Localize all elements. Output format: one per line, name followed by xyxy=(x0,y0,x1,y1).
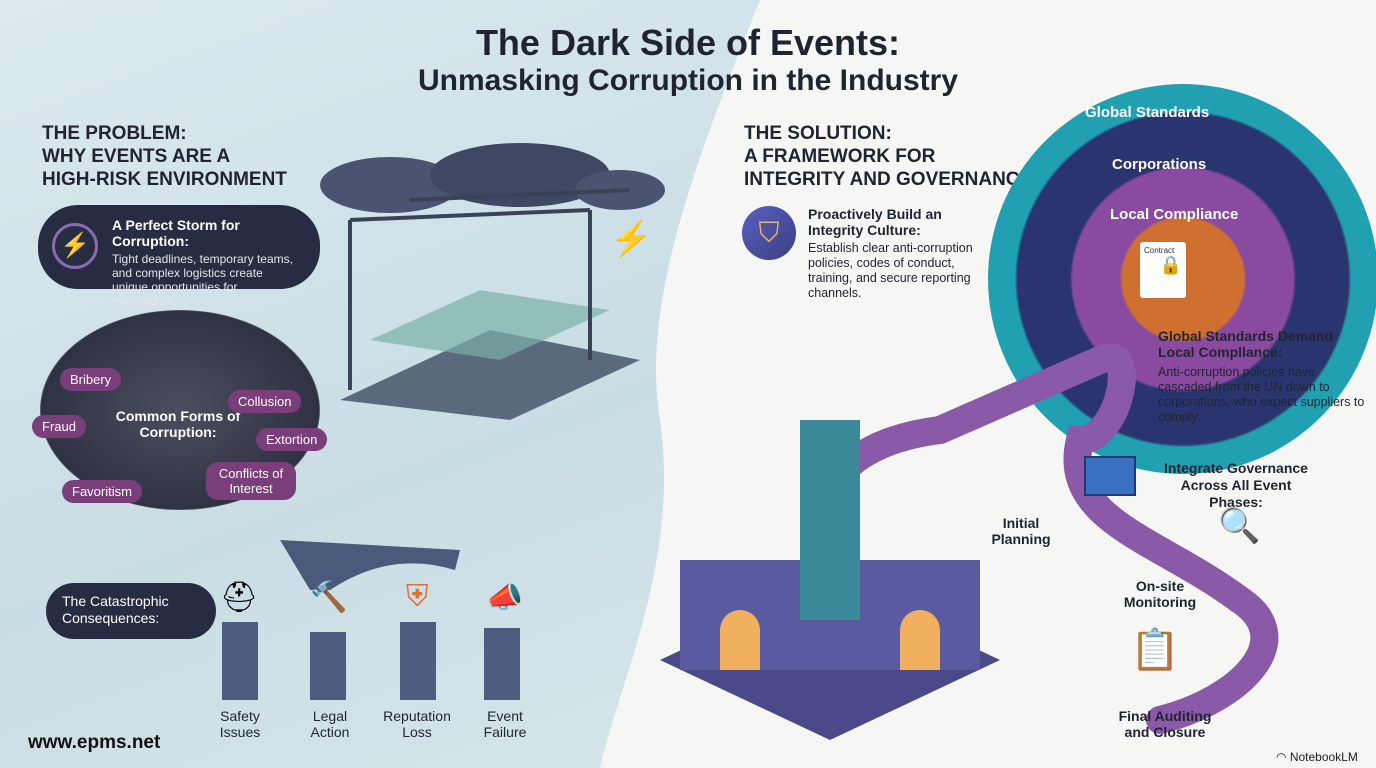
label-reputation: Reputation Loss xyxy=(383,708,451,740)
title-line1: The Dark Side of Events: xyxy=(475,22,901,63)
governance-title: Integrate Governance Across All Event Ph… xyxy=(1164,460,1308,510)
governance-path-illustration xyxy=(660,343,1279,740)
heading-line: THE PROBLEM: xyxy=(42,123,187,144)
pillar xyxy=(310,632,346,700)
standards-title: Global Standards Demand Local Compllance… xyxy=(1158,328,1334,360)
phase-initial-planning: Initial Planning xyxy=(991,515,1051,547)
shield-icon: ⛉ xyxy=(742,206,796,260)
pillar xyxy=(222,622,258,700)
chip-fraud: Fraud xyxy=(32,415,86,438)
contract-label: Contract xyxy=(1144,246,1175,255)
culture-block: Proactively Build an Integrity Culture: … xyxy=(808,206,988,301)
culture-title: Proactively Build an Integrity Culture: xyxy=(808,206,942,238)
label-safety: Safety Issues xyxy=(219,708,261,740)
chip-extortion: Extortion xyxy=(256,428,328,451)
phase-onsite-monitoring: On-site Monitoring xyxy=(1123,578,1197,610)
blueprint-icon xyxy=(1084,456,1136,496)
lightning-icon: ⚡ xyxy=(52,223,98,269)
heading-line: HIGH-RISK ENVIRONMENT xyxy=(42,169,287,190)
notebooklm-logo-icon: ◠ xyxy=(1276,750,1290,764)
chip-conflicts: Conflicts of Interest xyxy=(206,462,296,500)
ring-global: Global Standards xyxy=(1085,104,1210,121)
broken-shield-icon: ⛨ xyxy=(406,580,429,613)
magnifier-chart-icon: 🔍 xyxy=(1218,507,1261,545)
title-line2: Unmasking Corruption in the Industry xyxy=(417,64,958,97)
heading-line: WHY EVENTS ARE A xyxy=(42,146,231,167)
brand-label: NotebookLM xyxy=(1289,750,1358,764)
chip-bribery: Bribery xyxy=(60,368,122,391)
problem-heading: THE PROBLEM: WHY EVENTS ARE A HIGH-RISK … xyxy=(42,122,287,191)
label-legal: Legal Action xyxy=(310,708,350,740)
hard-hat-icon: ⛑ xyxy=(220,581,259,614)
ring-local: Local Compliance xyxy=(1110,206,1239,223)
phase-final-auditing: Final Auditing and Closure xyxy=(1118,708,1212,740)
pillar xyxy=(400,622,436,700)
broken-stage-illustration: ⚡ xyxy=(320,143,665,420)
gavel-icon: 🔨 xyxy=(310,581,348,614)
standards-block: Global Standards Demand Local Compllance… xyxy=(1158,328,1368,425)
perfect-storm-bubble: ⚡ A Perfect Storm for Corruption: Tight … xyxy=(38,205,320,308)
website-link[interactable]: www.epms.net xyxy=(28,732,161,753)
forms-title: Common Forms of Corruption: xyxy=(115,408,241,440)
chip-favoritism: Favoritism xyxy=(62,480,142,503)
consequences-title: The Catastrophic Consequences: xyxy=(46,583,216,639)
chip-collusion: Collusion xyxy=(228,390,302,413)
storm-text: Tight deadlines, temporary teams, and co… xyxy=(112,252,293,308)
heading-line: INTEGRITY AND GOVERNANCE xyxy=(744,169,1033,190)
checklist-handshake-icon: 📋 xyxy=(1130,628,1180,672)
ring-corporations: Corporations xyxy=(1112,156,1207,173)
broken-bridge-icon xyxy=(280,540,460,590)
label-event-failure: Event Failure xyxy=(483,708,527,740)
consequence-pillars: ⛑ 🔨 ⛨ 📣 xyxy=(210,580,540,700)
megaphone-icon: 📣 xyxy=(486,581,524,614)
culture-text: Establish clear anti-corruption policies… xyxy=(808,241,973,300)
storm-title: A Perfect Storm for Corruption: xyxy=(112,217,240,249)
pillar xyxy=(484,628,520,700)
standards-text: Anti-corruption policies have cascaded f… xyxy=(1158,365,1365,424)
notebooklm-brand: ◠ NotebookLM xyxy=(1276,750,1358,764)
contract-lock-icon: Contract🔒 xyxy=(1140,242,1186,298)
solution-heading: THE SOLUTION: A FRAMEWORK FOR INTEGRITY … xyxy=(744,122,1032,191)
svg-text:⚡: ⚡ xyxy=(610,219,652,259)
heading-line: A FRAMEWORK FOR xyxy=(744,146,936,167)
heading-line: THE SOLUTION: xyxy=(744,123,892,144)
